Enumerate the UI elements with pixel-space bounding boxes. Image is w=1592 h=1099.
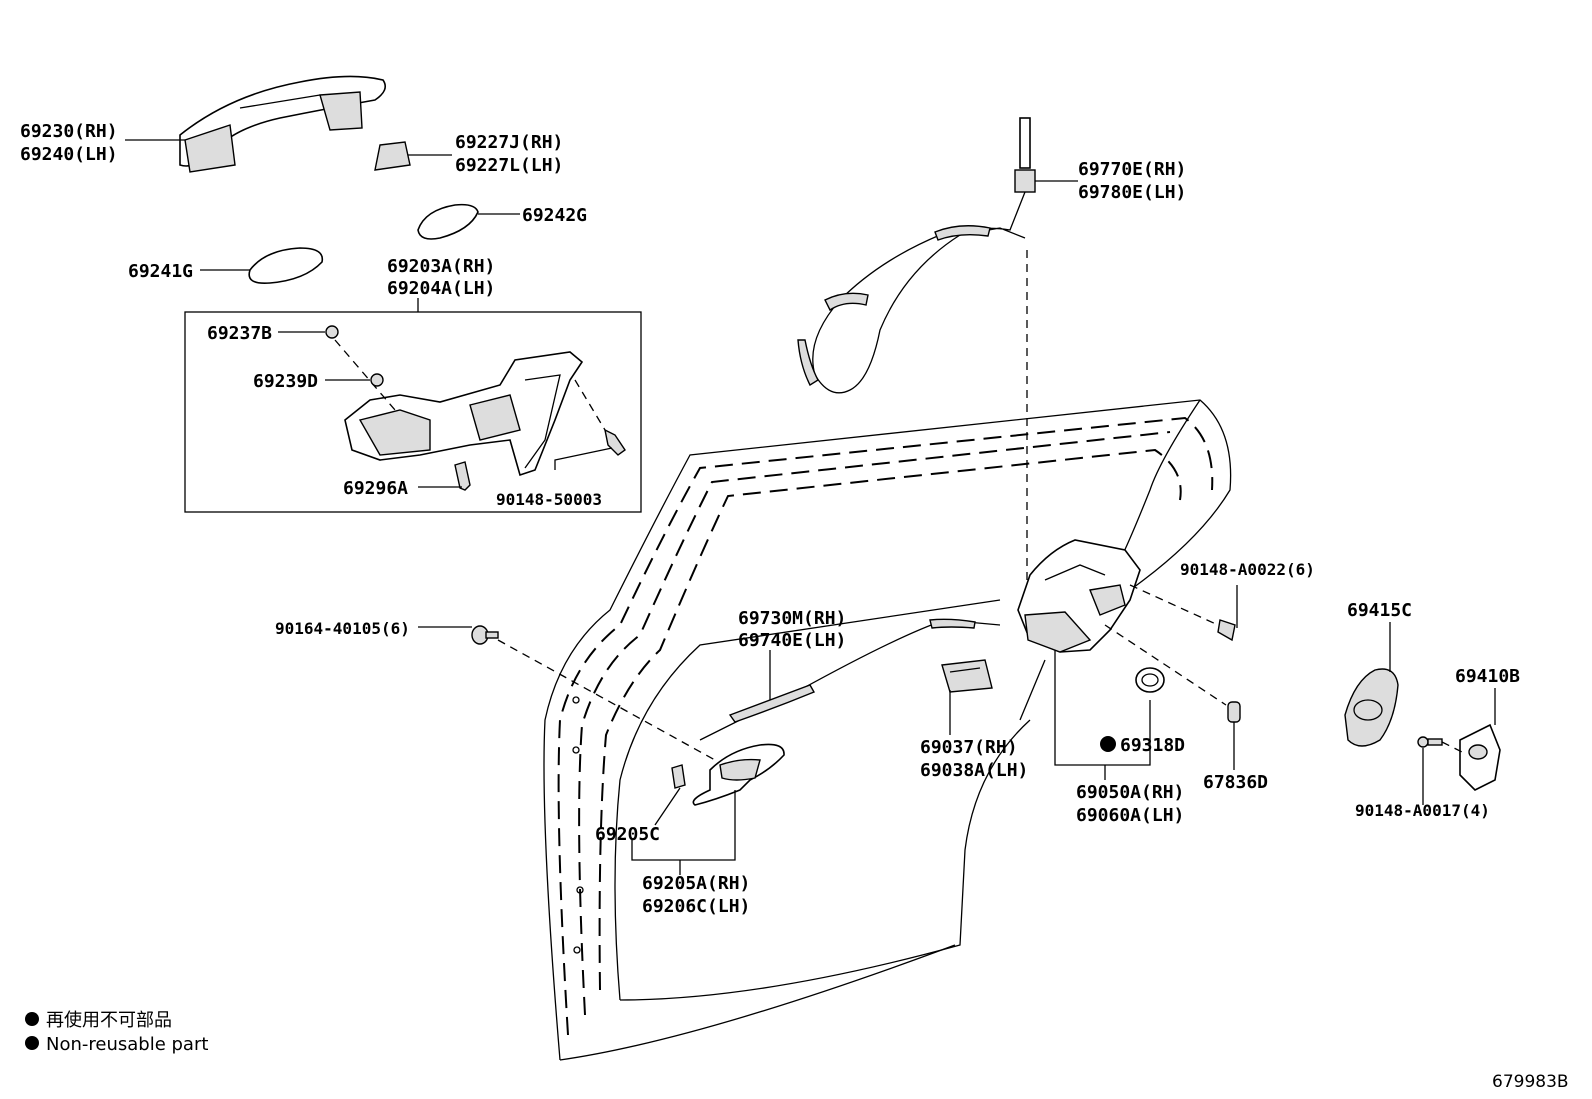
leader: [631, 790, 736, 861]
screw-69296a: [454, 461, 471, 491]
bolt-90148-a0017: [1417, 736, 1443, 748]
door-lock-cable: [797, 117, 1036, 394]
leader: [554, 447, 613, 470]
striker-cover-69415c: [1344, 668, 1399, 747]
seal-ring-69318d: [1135, 667, 1165, 693]
label-69242g: 69242G: [522, 205, 587, 226]
label-69730m-rh: 69730M(RH): [738, 608, 846, 629]
handle-pad-rear: [248, 247, 324, 285]
dash-line: [1129, 584, 1219, 626]
handle-cap-cover: [374, 141, 411, 171]
outer-door-handle: [179, 75, 386, 173]
label-69239d: 69239D: [253, 371, 318, 392]
legend-english: Non-reusable part: [46, 1034, 208, 1055]
handle-pad-front: [417, 203, 479, 240]
inside-handle-cable: [699, 618, 1001, 741]
label-69227l-lh: 69227L(LH): [455, 155, 563, 176]
label-69205a-rh: 69205A(RH): [642, 873, 750, 894]
label-69206c-lh: 69206C(LH): [642, 896, 750, 917]
frame-assembly-box: [184, 311, 642, 513]
label-69296a: 69296A: [343, 478, 408, 499]
dash-line: [1441, 741, 1463, 753]
door-lock-assembly: [1017, 539, 1141, 653]
nut-69239d: [370, 373, 384, 387]
label-90164-40105: 90164-40105(6): [275, 619, 410, 638]
door-panel: [543, 399, 1232, 1061]
label-69060a-lh: 69060A(LH): [1076, 805, 1184, 826]
door-striker-69410b: [1459, 723, 1501, 791]
dash-line: [574, 379, 606, 431]
bolt-90148-a0022: [1217, 619, 1236, 642]
dash-line: [1104, 624, 1227, 706]
label-69415c: 69415C: [1347, 600, 1412, 621]
legend-japanese: 再使用不可部品: [46, 1010, 172, 1031]
label-69037-rh: 69037(RH): [920, 737, 1018, 758]
label-90148-a0022: 90148-A0022(6): [1180, 560, 1315, 579]
label-69203a-rh: 69203A(RH): [387, 256, 495, 277]
handle-frame: [344, 351, 584, 477]
label-90148-a0017: 90148-A0017(4): [1355, 801, 1490, 820]
bolt-90148-50003: [604, 428, 626, 456]
label-69204a-lh: 69204A(LH): [387, 278, 495, 299]
label-69050a-rh: 69050A(RH): [1076, 782, 1184, 803]
label-69205c: 69205C: [595, 824, 660, 845]
non-reusable-marker: [1100, 736, 1116, 752]
label-69237b: 69237B: [207, 323, 272, 344]
bolt-90164-40105: [471, 625, 499, 645]
grommet-67836d: [1227, 701, 1241, 723]
grommet-69237b: [325, 325, 339, 339]
label-69780e-lh: 69780E(LH): [1078, 182, 1186, 203]
label-69241g: 69241G: [128, 261, 193, 282]
label-69740e-lh: 69740E(LH): [738, 630, 846, 651]
leader: [1019, 659, 1046, 721]
label-69410b: 69410B: [1455, 666, 1520, 687]
leader: [654, 787, 681, 826]
legend-bullet: [25, 1012, 39, 1026]
clip-69205c: [671, 764, 686, 789]
label-69230-rh: 69230(RH): [20, 121, 118, 142]
label-69240-lh: 69240(LH): [20, 144, 118, 165]
lock-cover-69037: [941, 659, 993, 693]
leader: [1054, 650, 1151, 766]
dash-line: [497, 639, 716, 761]
diagram-code: 679983B: [1492, 1072, 1569, 1092]
label-69227j-rh: 69227J(RH): [455, 132, 563, 153]
label-90148-50003: 90148-50003: [496, 490, 602, 509]
inside-door-handle: [692, 743, 785, 806]
label-69038a-lh: 69038A(LH): [920, 760, 1028, 781]
legend-bullet: [25, 1036, 39, 1050]
dash-line: [334, 339, 396, 411]
label-69770e-rh: 69770E(RH): [1078, 159, 1186, 180]
label-67836d: 67836D: [1203, 772, 1268, 793]
label-69318d: 69318D: [1120, 735, 1185, 756]
